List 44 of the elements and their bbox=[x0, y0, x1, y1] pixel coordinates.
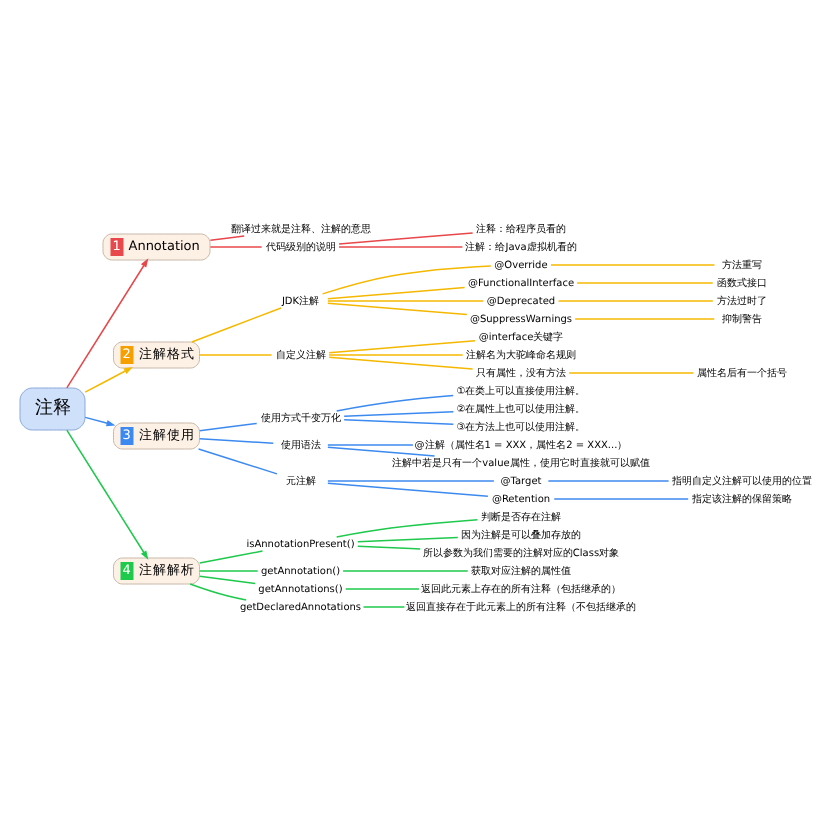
connector bbox=[327, 479, 495, 481]
connector bbox=[198, 569, 259, 571]
connector bbox=[342, 569, 469, 571]
connector bbox=[344, 587, 420, 589]
connector bbox=[327, 443, 414, 445]
connector bbox=[357, 544, 421, 549]
connector bbox=[189, 582, 247, 600]
connector bbox=[338, 231, 474, 244]
connector bbox=[357, 535, 459, 542]
connector bbox=[327, 445, 436, 456]
connector bbox=[574, 317, 716, 319]
connector bbox=[209, 245, 263, 247]
connector bbox=[343, 410, 455, 416]
connector bbox=[191, 306, 282, 342]
connector bbox=[198, 549, 264, 563]
connector bbox=[568, 371, 695, 373]
connector bbox=[338, 245, 464, 247]
connector bbox=[335, 517, 479, 537]
connector bbox=[327, 285, 466, 299]
arrow bbox=[84, 415, 116, 426]
connector bbox=[550, 263, 716, 265]
connector bbox=[362, 605, 406, 607]
connector bbox=[198, 436, 275, 444]
connector bbox=[327, 301, 468, 315]
connector bbox=[557, 299, 714, 301]
connector bbox=[327, 481, 489, 497]
arrow bbox=[84, 365, 133, 392]
connector bbox=[328, 353, 464, 355]
connector bbox=[209, 234, 245, 241]
connector bbox=[553, 497, 689, 499]
connector bbox=[328, 355, 474, 369]
arrow bbox=[66, 257, 149, 388]
connector bbox=[198, 421, 258, 431]
connector bbox=[576, 281, 714, 283]
connector bbox=[327, 299, 485, 301]
connector bbox=[328, 338, 476, 353]
connector bbox=[198, 574, 256, 584]
connector bbox=[343, 418, 455, 424]
connector bbox=[197, 447, 278, 474]
connector bbox=[321, 264, 492, 294]
node-box: 注释 bbox=[19, 386, 86, 430]
connector bbox=[547, 479, 670, 481]
connector bbox=[335, 393, 454, 411]
connector bbox=[198, 353, 273, 355]
